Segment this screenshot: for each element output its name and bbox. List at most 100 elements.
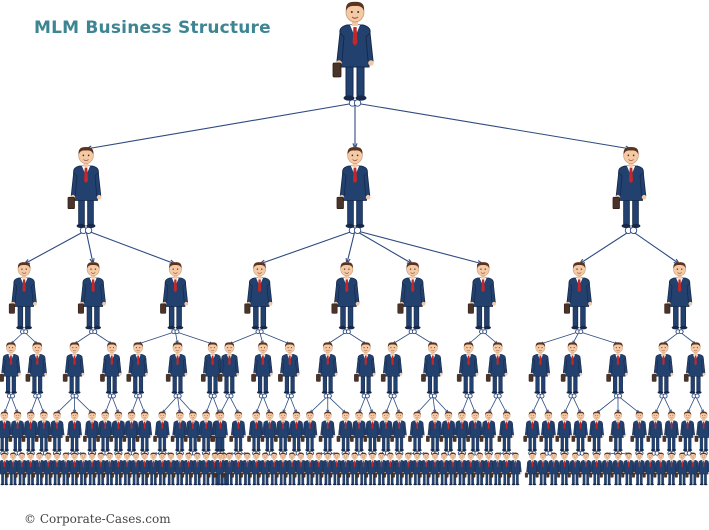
businessman-icon xyxy=(490,452,504,486)
connector-line xyxy=(461,395,469,414)
businessman-icon xyxy=(587,411,605,452)
connector-line xyxy=(175,331,213,345)
businessman-icon xyxy=(696,452,709,486)
connector-knot xyxy=(496,393,502,399)
connector-line xyxy=(131,395,139,414)
connector-line xyxy=(327,395,346,414)
connector-knot xyxy=(36,393,42,399)
businessman-icon xyxy=(14,452,29,486)
businessman-icon xyxy=(137,452,151,486)
businessman-icon xyxy=(674,452,689,486)
businessman-icon xyxy=(632,452,646,486)
businessman-icon xyxy=(8,411,26,452)
connector-knot xyxy=(353,99,362,107)
connector-line xyxy=(346,331,366,345)
connector-knot xyxy=(353,226,362,235)
businessman-icon xyxy=(479,411,497,452)
businessman-icon xyxy=(350,411,367,452)
connector-knot xyxy=(391,393,397,399)
connector-line xyxy=(74,331,94,345)
businessman-icon xyxy=(316,342,338,394)
connector-knot xyxy=(23,329,29,335)
connector-knot xyxy=(288,393,294,399)
businessman-icon xyxy=(467,262,496,330)
businessman-icon xyxy=(135,411,153,452)
businessman-icon xyxy=(229,411,246,452)
connector-knot xyxy=(110,393,116,399)
businessman-icon xyxy=(311,452,326,486)
connector-line xyxy=(579,331,619,345)
businessman-icon xyxy=(197,411,214,452)
businessman-icon xyxy=(356,452,370,486)
connector-line xyxy=(212,395,220,414)
businessman-icon xyxy=(331,262,360,330)
connector-knot xyxy=(262,393,267,399)
connector-line xyxy=(531,395,541,414)
connector-line xyxy=(663,395,672,414)
connector-line xyxy=(4,395,12,414)
connector-line xyxy=(432,395,449,414)
businessman-icon xyxy=(589,452,603,486)
connector-knot xyxy=(694,393,700,399)
connector-knot xyxy=(662,393,668,399)
connector-line xyxy=(282,395,291,414)
connector-line xyxy=(85,102,356,150)
connector-line xyxy=(354,229,484,265)
connector-line xyxy=(365,395,373,414)
businessman-icon xyxy=(651,342,674,394)
businessman-icon xyxy=(390,411,407,452)
businessman-icon xyxy=(275,452,290,486)
businessman-icon xyxy=(318,411,336,452)
connector-knot xyxy=(629,226,638,235)
businessman-icon xyxy=(25,342,48,394)
businessman-icon xyxy=(653,452,668,486)
businessman-icon xyxy=(524,452,539,486)
businessman-icon xyxy=(528,342,551,394)
businessman-icon xyxy=(336,146,371,229)
businessman-icon xyxy=(466,411,483,452)
businessman-icon xyxy=(678,411,696,452)
businessman-icon xyxy=(260,411,278,452)
connector-knot xyxy=(617,393,623,399)
connector-knot xyxy=(258,329,264,335)
connector-line xyxy=(229,331,260,345)
businessman-icon xyxy=(497,411,515,452)
businessman-icon xyxy=(122,411,140,452)
connector-line xyxy=(488,395,499,414)
connector-knot xyxy=(678,329,684,335)
connector-knot xyxy=(482,329,488,335)
connector-line xyxy=(572,395,581,414)
connector-line xyxy=(497,395,507,414)
businessman-icon xyxy=(48,411,65,452)
connector-line xyxy=(262,395,271,414)
businessman-icon xyxy=(0,342,21,394)
businessman-icon xyxy=(397,262,426,330)
businessman-icon xyxy=(555,411,572,452)
businessman-icon xyxy=(8,262,37,330)
businessman-icon xyxy=(287,411,304,452)
connector-line xyxy=(578,229,632,265)
connector-knot xyxy=(326,393,332,399)
businessman-icon xyxy=(163,452,178,486)
businessman-icon xyxy=(65,411,83,452)
businessman-icon xyxy=(247,411,264,452)
businessman-icon xyxy=(67,146,102,229)
businessman-icon xyxy=(40,452,55,486)
businessman-icon xyxy=(427,452,442,486)
businessman-icon xyxy=(0,411,12,452)
businessman-icon xyxy=(426,411,443,452)
businessman-icon xyxy=(630,411,647,452)
connector-knot xyxy=(345,329,351,335)
businessman-icon xyxy=(183,411,201,452)
businessman-icon xyxy=(646,411,663,452)
connector-line xyxy=(137,331,176,345)
businessman-icon xyxy=(508,452,522,486)
businessman-icon xyxy=(642,452,657,486)
businessman-icon xyxy=(160,262,189,330)
connector-line xyxy=(358,395,367,414)
businessman-icon xyxy=(523,411,540,452)
connector-knot xyxy=(10,393,16,399)
connector-line xyxy=(596,395,619,414)
connector-line xyxy=(23,229,87,265)
